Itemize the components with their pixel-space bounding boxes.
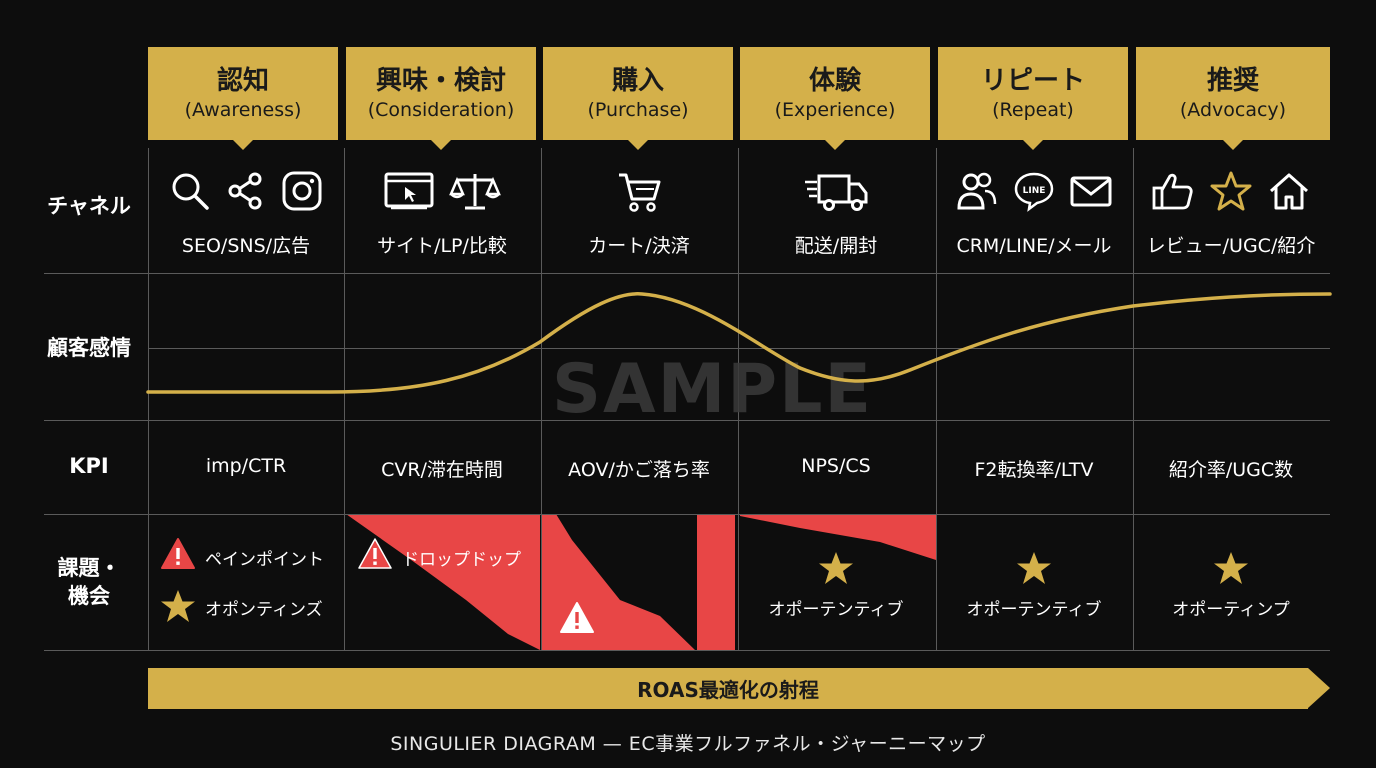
- kpi-text-advocacy: 紹介率/UGC数: [1168, 459, 1294, 481]
- channel-text-awareness: SEO/SNS/広告: [181, 235, 311, 257]
- grid-line-top: [44, 273, 1330, 274]
- row-label-emotion: 顧客感情: [47, 336, 131, 360]
- opportunity-legend-label: オポンティンズ: [205, 600, 323, 620]
- warning-icon: [161, 538, 195, 569]
- star-icon: [1214, 552, 1248, 584]
- kpi-text-repeat: F2転換率/LTV: [974, 459, 1094, 481]
- grid-col-line: [148, 148, 149, 650]
- advocacy-opportunity-label: オポーティンプ: [1172, 600, 1290, 620]
- channel-text-repeat: CRM/LINE/メール: [956, 235, 1112, 257]
- stage-header-purchase: 購入 (Purchase): [543, 47, 733, 150]
- warning-icon: [358, 538, 392, 569]
- channel-icons-advocacy: [1133, 170, 1329, 214]
- star-icon: [1017, 552, 1051, 584]
- grid-col-line: [738, 148, 739, 650]
- truck-icon: [803, 170, 869, 214]
- stage-header-experience: 体験 (Experience): [740, 47, 930, 150]
- stage-title: 体験: [808, 65, 861, 96]
- experience-opportunity-label: オポーテンティブ: [768, 600, 904, 620]
- pain-point-label: ペインポイント: [205, 550, 324, 570]
- kpi-text-awareness: imp/CTR: [205, 455, 287, 477]
- channel-text-consideration: サイト/LP/比較: [377, 235, 507, 257]
- repeat-opportunity-label: オポーテンティブ: [966, 600, 1102, 620]
- emotion-curve-line: [146, 292, 1332, 394]
- grid-col-line: [344, 148, 345, 650]
- dropoff-area-consideration: [346, 514, 540, 650]
- stage-subtitle: (Repeat): [992, 98, 1074, 121]
- stage-subtitle: (Consideration): [367, 98, 515, 121]
- cart-icon: [616, 170, 662, 214]
- stage-title: 興味・検討: [375, 65, 506, 96]
- kpi-text-experience: NPS/CS: [801, 455, 871, 477]
- channel-icons-awareness: [148, 170, 344, 214]
- star-icon: [819, 552, 853, 584]
- dropoff-bar-purchase: [697, 514, 735, 650]
- stage-header-consideration: 興味・検討 (Consideration): [346, 47, 536, 150]
- star-outline-icon: [1209, 170, 1253, 214]
- stage-header-advocacy: 推奨 (Advocacy): [1136, 47, 1330, 150]
- sample-watermark: SAMPLE: [552, 350, 873, 429]
- warning-icon: [560, 602, 594, 633]
- grid-col-line: [541, 148, 542, 650]
- dropoff-label: ドロップドップ: [402, 550, 521, 570]
- kpi-text-purchase: AOV/かご落ち率: [568, 459, 710, 481]
- roas-label: ROAS最適化の射程: [637, 678, 819, 702]
- line-icon: LINE: [1013, 170, 1055, 214]
- grid-line-emotion-mid: [148, 348, 1330, 349]
- dropoff-area-experience: [740, 514, 936, 560]
- row-label-issues-line2: 機会: [68, 584, 110, 608]
- grid-line-kpi-top: [44, 420, 1330, 421]
- row-label-channel: チャネル: [47, 194, 131, 218]
- row-label-issues-line1: 課題・: [57, 556, 121, 580]
- footer-caption: SINGULIER DIAGRAM — EC事業フルファネル・ジャーニーマップ: [390, 733, 986, 755]
- grid-col-line: [1133, 148, 1134, 650]
- channel-text-purchase: カート/決済: [588, 235, 690, 257]
- browser-icon: [383, 170, 435, 214]
- channel-text-advocacy: レビュー/UGC/紹介: [1146, 235, 1316, 257]
- stage-subtitle: (Purchase): [587, 98, 689, 121]
- stage-title: 認知: [216, 65, 269, 96]
- row-label-kpi: KPI: [69, 454, 109, 478]
- stage-subtitle: (Advocacy): [1179, 98, 1287, 121]
- stage-title: 推奨: [1206, 65, 1259, 96]
- stage-header-repeat: リピート (Repeat): [938, 47, 1128, 150]
- channel-icons-experience: [738, 170, 934, 214]
- channel-icons-repeat: LINE: [936, 170, 1132, 214]
- search-icon: [169, 170, 211, 214]
- grid-line-issues-top: [44, 514, 1330, 515]
- share-icon: [225, 170, 267, 214]
- row-label-issues: 課題・ 機会: [30, 554, 148, 610]
- channel-text-experience: 配送/開封: [794, 235, 878, 257]
- roas-arrow-banner: ROAS最適化の射程: [148, 668, 1330, 709]
- grid-col-line: [936, 148, 937, 650]
- grid-line-bottom: [44, 650, 1330, 651]
- line-badge-text: LINE: [1023, 186, 1046, 196]
- star-icon: [161, 590, 195, 622]
- kpi-text-consideration: CVR/滞在時間: [381, 459, 503, 481]
- stage-title: リピート: [980, 65, 1085, 96]
- stage-title: 購入: [611, 65, 664, 96]
- thumbs-up-icon: [1151, 170, 1195, 214]
- stage-subtitle: (Awareness): [184, 98, 302, 121]
- instagram-icon: [281, 170, 323, 214]
- stage-header-awareness: 認知 (Awareness): [148, 47, 338, 150]
- home-icon: [1267, 170, 1311, 214]
- channel-icons-consideration: [344, 170, 540, 214]
- stage-subtitle: (Experience): [774, 98, 896, 121]
- mail-icon: [1069, 170, 1113, 214]
- channel-icons-purchase: [541, 170, 737, 214]
- users-icon: [955, 170, 999, 214]
- scale-icon: [449, 170, 501, 214]
